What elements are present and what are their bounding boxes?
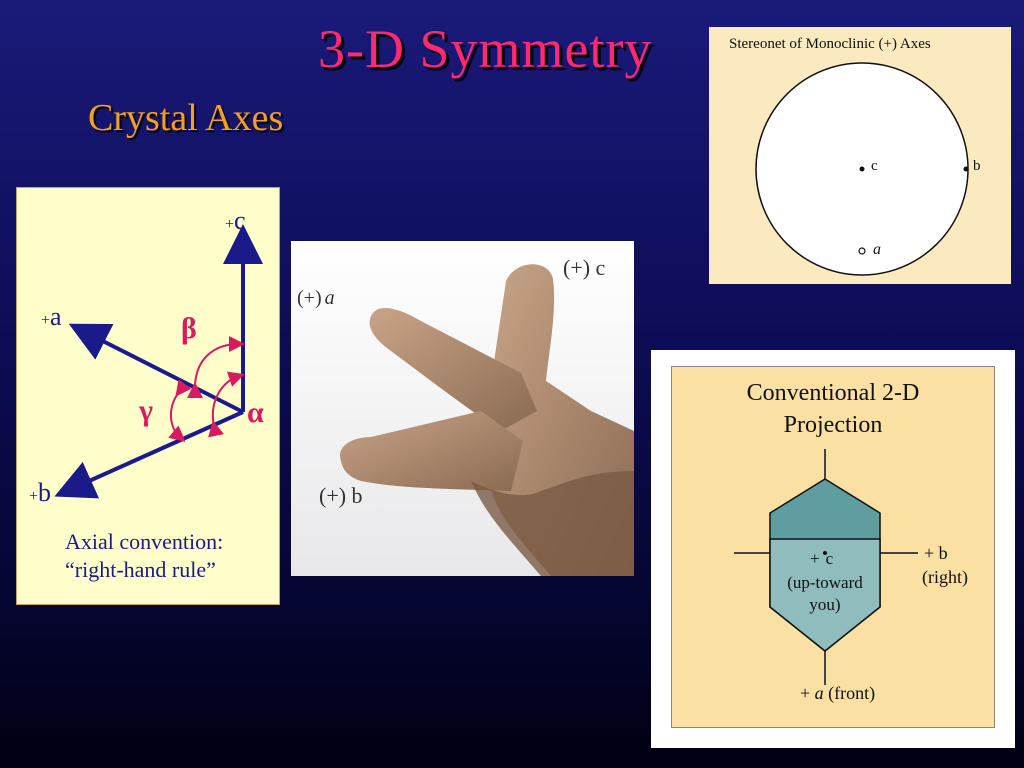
- axis-b-line: [54, 410, 244, 499]
- hand-illustration: [291, 241, 634, 576]
- stereonet-label-b: b: [973, 158, 981, 174]
- index-finger: [369, 307, 537, 431]
- stereonet-b-pole: [963, 166, 969, 172]
- stereonet-panel: Stereonet of Monoclinic (+) Axes c b a: [709, 27, 1011, 284]
- hand-label-c: (+) c: [563, 255, 606, 280]
- axes-diagram-panel: +c +a +b β α γ Axial convention: “right-…: [16, 187, 280, 605]
- beta-arc: [186, 336, 245, 399]
- projection-title: Conventional 2-D Projection: [746, 380, 920, 438]
- axes-diagram: [54, 224, 263, 499]
- stereonet-a-pole: [858, 247, 866, 255]
- middle-finger: [340, 411, 523, 491]
- axial-convention-caption: Axial convention: “right-hand rule”: [65, 529, 224, 582]
- projection-b-desc: (right): [922, 567, 968, 587]
- gamma-label: γ: [139, 394, 154, 427]
- hand-label-a: (+)a: [297, 287, 335, 309]
- alpha-label: α: [247, 396, 264, 429]
- axis-b-label: +b: [29, 478, 52, 507]
- projection-c-label: +c: [810, 549, 834, 568]
- slide-subtitle: Crystal Axes: [88, 97, 284, 139]
- projection-panel: Conventional 2-D Projection +c (up-towar…: [651, 350, 1015, 748]
- axis-a-label: +a: [41, 302, 62, 331]
- projection-a-label: + a (front): [800, 683, 876, 703]
- stereonet-diagram: [755, 62, 969, 276]
- projection-c-desc-1: (up-toward: [787, 573, 863, 592]
- folded-fingers: [471, 471, 634, 576]
- alpha-arc: [208, 371, 245, 438]
- projection-c-pole: [823, 551, 827, 555]
- projection-diagram: [734, 449, 918, 685]
- projection-b-label: + b: [924, 543, 948, 563]
- beta-label: β: [181, 312, 197, 345]
- stereonet-c-pole: [859, 166, 865, 172]
- right-hand-photo: (+) c (+)a (+) b: [291, 241, 634, 576]
- stereonet-label-c: c: [871, 158, 878, 174]
- gamma-arc: [168, 379, 192, 442]
- projection-c-desc-2: you): [809, 595, 841, 614]
- axis-c-label: +c: [225, 206, 246, 235]
- axis-a-line: [68, 323, 244, 414]
- slide-title: 3-D Symmetry: [318, 19, 653, 79]
- projection-box: Conventional 2-D Projection +c (up-towar…: [671, 366, 995, 728]
- crystal-lower-face: [769, 538, 881, 652]
- hand-label-b: (+) b: [319, 483, 363, 508]
- stereonet-title: Stereonet of Monoclinic (+) Axes: [729, 36, 931, 52]
- stereonet-label-a: a: [873, 241, 881, 258]
